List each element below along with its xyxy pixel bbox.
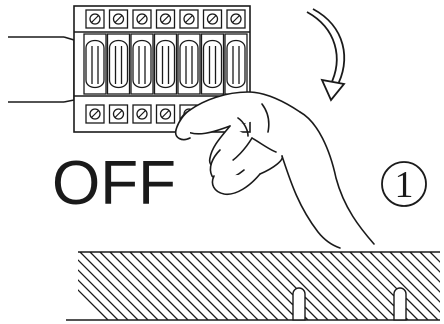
feeder-cable <box>8 36 75 103</box>
hatch-line <box>299 252 369 320</box>
hatch-line <box>78 289 109 320</box>
lever-toggle <box>179 39 199 89</box>
lever-toggle <box>132 39 152 89</box>
breaker-pole <box>153 33 178 95</box>
screw-slot <box>91 110 99 118</box>
hatch-line <box>359 252 429 320</box>
breaker-pole <box>224 33 248 95</box>
hatch-line <box>139 252 209 320</box>
switch-state-label: OFF <box>52 149 176 218</box>
hatch-line <box>229 252 299 320</box>
screw-slot <box>114 110 123 118</box>
hatch-line <box>289 252 359 320</box>
hatch-line <box>189 252 259 320</box>
hatch-line <box>349 252 419 320</box>
hatch-line <box>419 252 440 273</box>
hatch-line <box>269 252 339 320</box>
curved-arrow-down-icon <box>306 8 346 102</box>
breaker-pole <box>177 33 201 95</box>
screw-slot <box>161 15 170 23</box>
hatch-line <box>78 269 129 320</box>
screw-slot <box>138 110 146 118</box>
screw-slot <box>208 15 217 23</box>
hatch-line <box>389 252 440 303</box>
hatch-line <box>79 252 149 320</box>
screw-slot <box>232 15 240 23</box>
hatch-line <box>99 252 169 320</box>
step-number: 1 <box>395 164 414 206</box>
hatch-line <box>119 252 189 320</box>
hatch-line <box>78 279 119 320</box>
hatch-line <box>399 252 440 293</box>
screw-slot <box>114 15 123 23</box>
breaker-pole <box>83 33 107 95</box>
hatch-line <box>279 252 349 320</box>
step-circle <box>381 161 427 207</box>
hatch-line <box>78 259 139 320</box>
screw-slot <box>185 15 193 23</box>
lever-toggle <box>155 39 176 89</box>
device-body-hatched <box>66 251 440 321</box>
hatch-line <box>109 252 179 320</box>
screw-slot <box>138 15 146 23</box>
hatch-line <box>379 252 440 313</box>
screw-slot <box>161 110 170 118</box>
lever-toggle <box>226 39 246 89</box>
hatch-line <box>309 252 379 320</box>
hatch-line <box>259 252 329 320</box>
step-badge: 1 <box>381 161 427 207</box>
hatch-line <box>129 252 199 320</box>
hatch-line <box>159 252 229 320</box>
hatch-line <box>179 252 249 320</box>
lever-toggle <box>85 39 105 89</box>
hatch-line <box>329 252 399 320</box>
hatch-line <box>439 252 440 253</box>
breaker-pole <box>106 33 131 95</box>
hatch-line <box>169 252 239 320</box>
hand-icon <box>174 91 375 249</box>
screw-slot <box>91 15 99 23</box>
lever-toggle <box>202 39 223 89</box>
hatch-line <box>319 252 389 320</box>
hatch-line <box>89 252 159 320</box>
hatch-line <box>219 252 289 320</box>
hatch-line <box>209 252 279 320</box>
terminal-pins <box>292 287 407 321</box>
terminal-screws-top <box>85 9 246 29</box>
hatch-line <box>249 252 319 320</box>
lever-toggle <box>108 39 129 89</box>
breaker-poles <box>83 33 248 95</box>
hatch-line <box>149 252 219 320</box>
hatch-line <box>199 252 269 320</box>
hatch-line <box>409 252 440 283</box>
hatch-line <box>369 252 439 320</box>
breaker-pole <box>130 33 154 95</box>
breaker-pole <box>200 33 225 95</box>
